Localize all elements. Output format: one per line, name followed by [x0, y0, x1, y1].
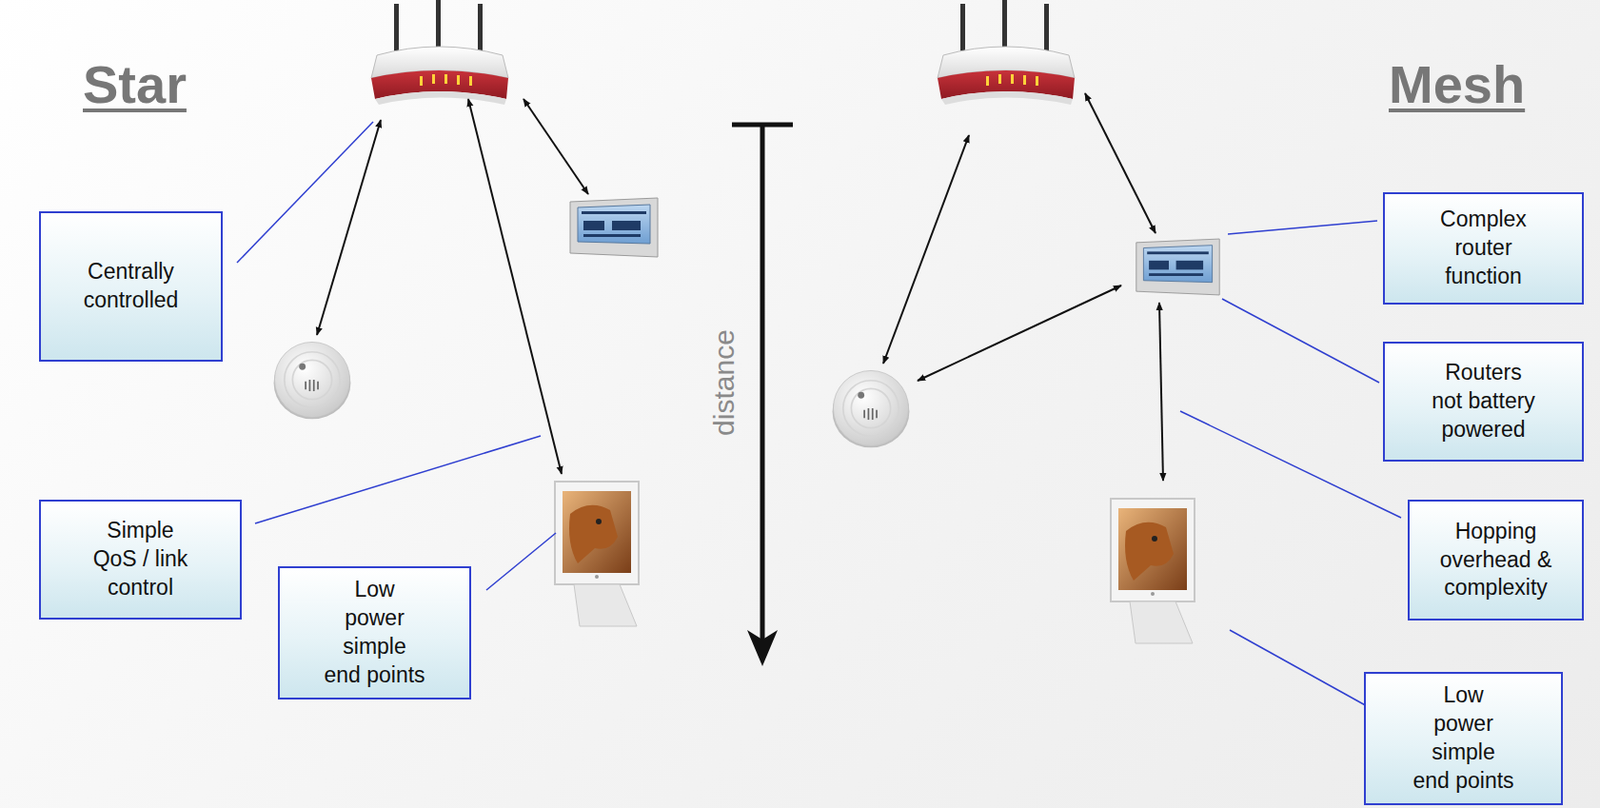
link-arrow — [316, 119, 381, 336]
callout-text: Simple QoS / link control — [87, 516, 195, 603]
callout-box: Centrally controlled — [39, 211, 223, 362]
callout-box: Low power simple end points — [1363, 671, 1563, 806]
callout-text: Hopping overhead & complexity — [1435, 517, 1558, 604]
leader-line — [255, 435, 541, 524]
axis-label: distance — [708, 329, 741, 436]
leader-line — [486, 533, 556, 591]
callout-text: Routers not battery powered — [1428, 358, 1540, 445]
router-icon — [937, 0, 1075, 105]
link-arrow — [883, 135, 969, 364]
link-arrow — [917, 285, 1122, 381]
distance-arrow — [731, 124, 793, 667]
smoke-detector-icon — [832, 370, 910, 448]
callout-text: Low power simple end points — [1411, 681, 1517, 796]
photo-frame-icon — [554, 481, 639, 627]
leader-line — [1180, 411, 1402, 518]
smoke-detector-icon — [274, 341, 352, 419]
thermostat-icon — [570, 197, 658, 257]
leader-line — [1229, 630, 1378, 712]
callout-text: Centrally controlled — [72, 257, 191, 316]
link-arrow — [1085, 93, 1156, 234]
callout-box: Simple QoS / link control — [39, 499, 242, 620]
leader-line — [1222, 298, 1380, 383]
diagram-title: Star — [82, 53, 187, 116]
callout-text: Low power simple end points — [322, 575, 428, 691]
link-arrow — [468, 98, 562, 475]
photo-frame-icon — [1110, 498, 1195, 644]
link-arrow — [1159, 302, 1164, 481]
leader-line — [1227, 220, 1378, 235]
callout-box: Routers not battery powered — [1382, 341, 1584, 462]
callout-box: Complex router function — [1382, 192, 1584, 305]
diagram-title: Mesh — [1388, 53, 1525, 116]
link-arrow — [523, 98, 589, 195]
callout-box: Hopping overhead & complexity — [1407, 499, 1584, 621]
router-icon — [371, 0, 509, 105]
callout-box: Low power simple end points — [277, 566, 472, 700]
thermostat-icon — [1136, 238, 1220, 296]
callout-text: Complex router function — [1424, 205, 1543, 292]
leader-line — [237, 121, 374, 263]
